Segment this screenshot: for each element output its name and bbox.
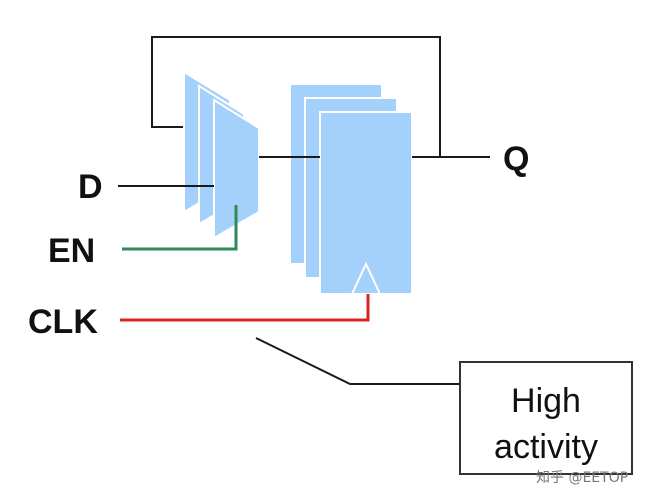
label-clk: CLK <box>28 303 98 341</box>
label-en: EN <box>48 232 95 270</box>
label-d: D <box>78 168 103 206</box>
annotation-line-2: activity <box>494 428 598 466</box>
flip-flop-stack <box>289 83 413 295</box>
mux-stack <box>183 70 260 240</box>
annotation-box <box>459 361 633 475</box>
flip-flop-front <box>319 111 413 295</box>
clock-triangle-icon <box>351 261 381 295</box>
feedback-wire <box>151 36 441 157</box>
mux-front <box>213 98 260 240</box>
watermark: 知乎 @EETOP <box>536 469 628 486</box>
annotation-line-1: High <box>511 382 581 420</box>
annotation-leader <box>255 337 460 385</box>
en-wire <box>122 205 238 251</box>
clk-wire <box>120 294 370 322</box>
label-q: Q <box>503 140 529 178</box>
